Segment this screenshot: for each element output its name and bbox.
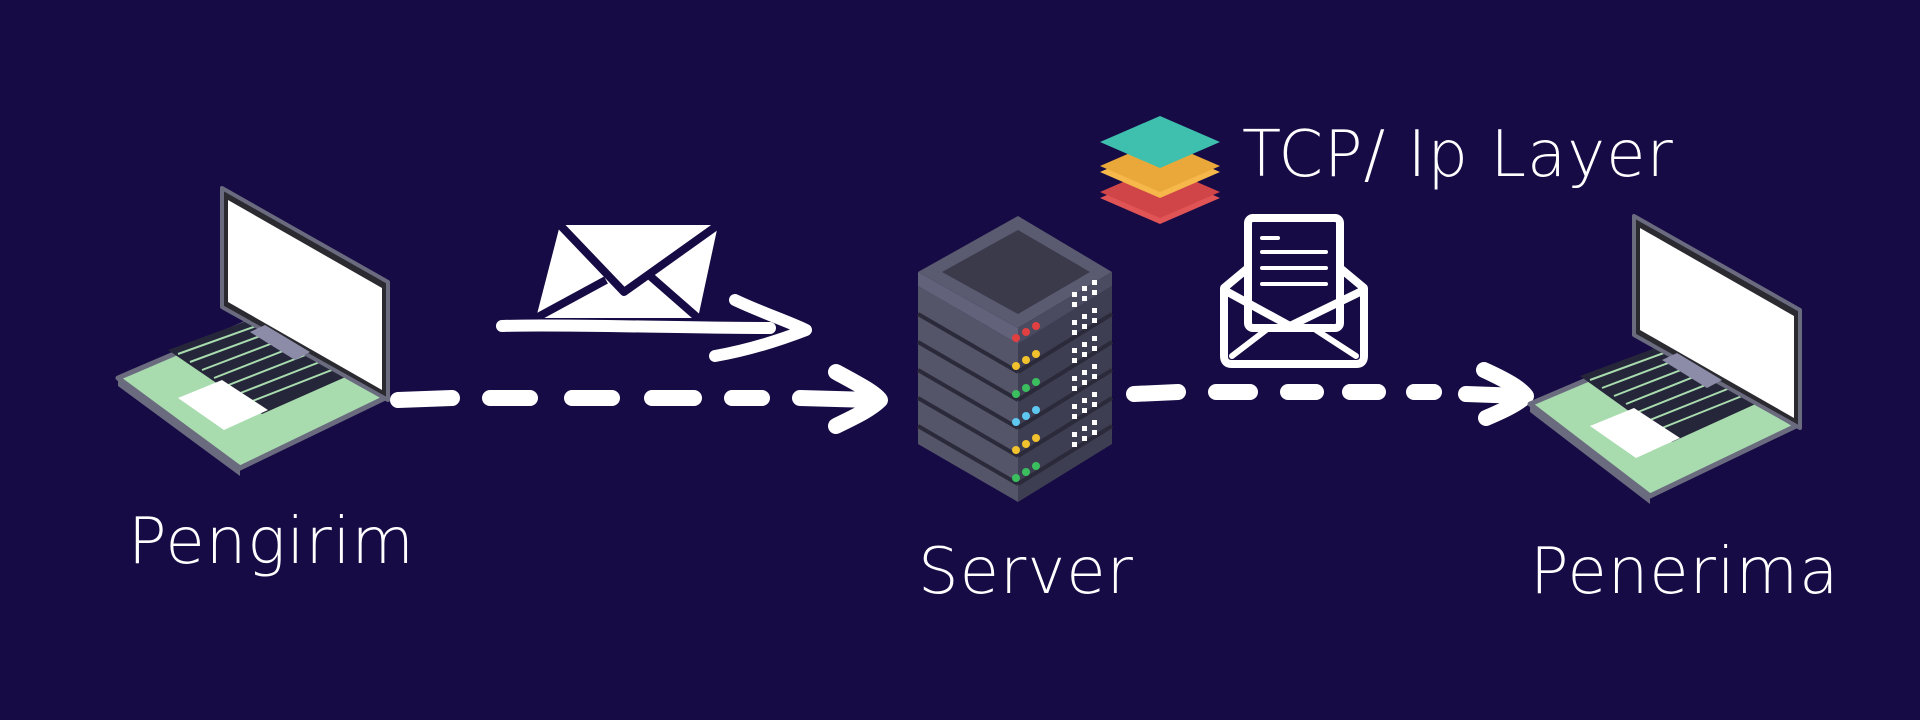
sender-laptop-icon (115, 186, 390, 476)
server-label: Server (918, 535, 1134, 609)
envelope-icon (534, 221, 721, 322)
tcp-layer-label: TCP/ Ip Layer (1242, 118, 1674, 192)
dashed-arrow-sender-to-server (390, 364, 888, 434)
layers-icon (1100, 116, 1220, 224)
receiver-label: Penerima (1530, 535, 1840, 609)
dashed-arrow-server-to-receiver (1126, 362, 1534, 426)
open-envelope-icon (1220, 214, 1368, 368)
server-leds (1012, 322, 1040, 482)
receiver-laptop-icon (1527, 214, 1802, 504)
server-icon (916, 216, 1114, 502)
sender-label: Pengirim (128, 505, 415, 579)
send-arrow-icon (496, 294, 812, 362)
